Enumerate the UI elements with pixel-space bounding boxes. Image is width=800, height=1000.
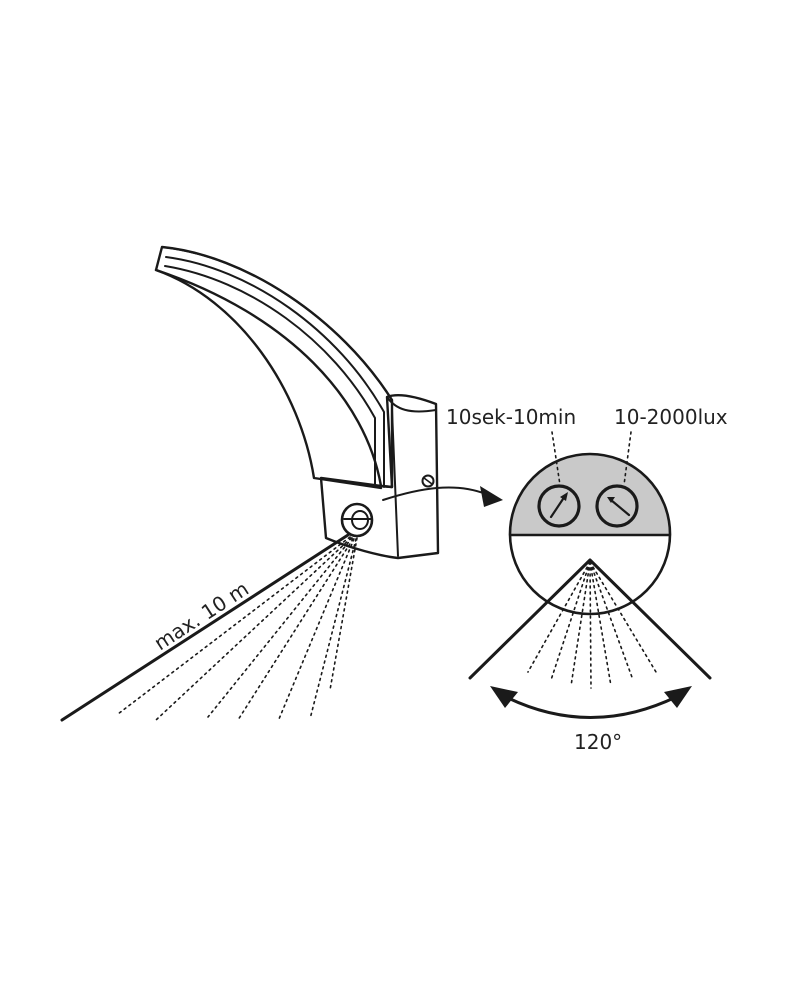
lamp-arm [154, 245, 394, 489]
cone-ray [589, 561, 612, 687]
sensor-detail [468, 431, 712, 719]
cone-ray [550, 561, 591, 681]
detection-ray [155, 537, 352, 721]
detection-ray [207, 537, 353, 718]
time-leader-line [551, 431, 561, 486]
screw-icon [421, 474, 435, 488]
housing-front-edge [391, 409, 399, 557]
lamp-arm-top-face [161, 246, 393, 401]
lux-dial-pointer-tip [607, 497, 615, 503]
callout-arrow [382, 486, 503, 507]
detection-cone [468, 558, 712, 680]
lux-dial-icon[interactable] [595, 484, 639, 528]
detection-angle-label: 120° [574, 730, 622, 754]
housing-top-edge [386, 396, 437, 413]
detection-ray [329, 537, 358, 691]
detection-ray [237, 538, 354, 721]
time-dial-pointer [549, 494, 567, 519]
screw-slot [423, 477, 433, 485]
wall-lamp [154, 245, 440, 560]
time-dial-pointer-tip [560, 492, 568, 501]
detection-ray [309, 538, 357, 720]
arc-arrow-left-icon [490, 686, 518, 708]
detection-ray [117, 536, 351, 715]
lux-dial-pointer [609, 498, 631, 517]
angle-arc [504, 695, 678, 719]
cone-ray [589, 561, 592, 689]
lux-range-label: 10-2000lux [614, 405, 728, 429]
lux-leader-line [623, 431, 632, 486]
detection-ray [278, 538, 355, 720]
time-range-label: 10sek-10min [446, 405, 576, 429]
cone-ray [589, 561, 634, 681]
sensor-housing [319, 393, 440, 560]
lamp-arm-inner-edge-1 [165, 256, 385, 488]
max-range-line [60, 533, 350, 722]
detection-range [60, 533, 358, 722]
arc-arrow-right-icon [664, 686, 692, 708]
lamp-arm-inner-edge-2 [164, 265, 376, 488]
pir-sensor-lens [340, 502, 374, 538]
time-dial-icon[interactable] [537, 484, 581, 528]
lamp-arm-front-panel [154, 268, 383, 490]
max-distance-label: max. 10 m [150, 576, 253, 655]
cone-ray [570, 561, 591, 687]
arrow-head-icon [480, 486, 503, 507]
control-panel [510, 454, 670, 535]
